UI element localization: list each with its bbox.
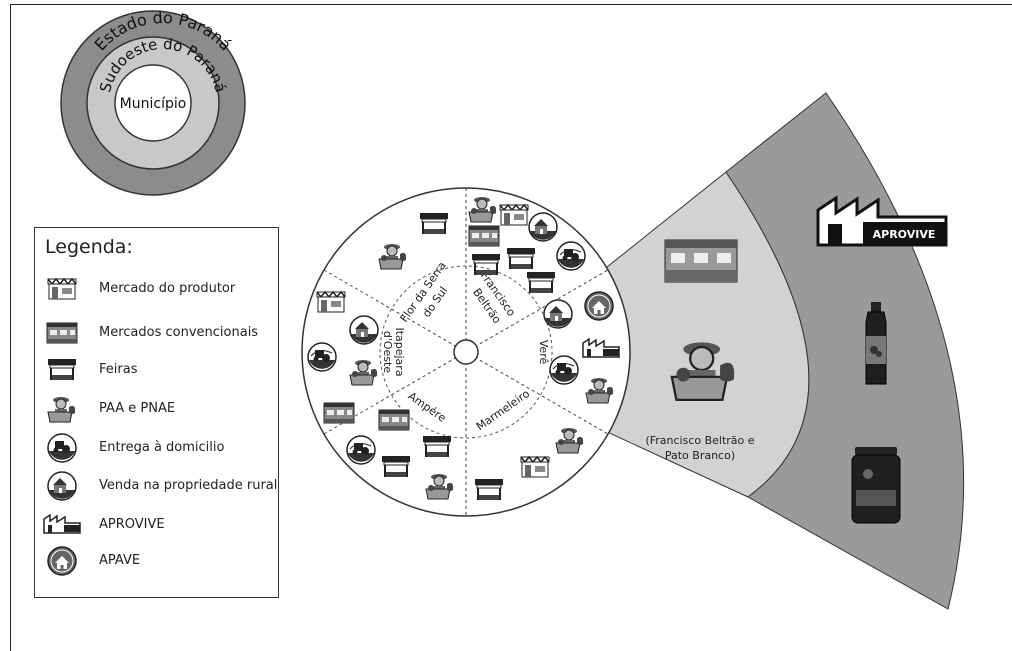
conventional-market-icon [468, 225, 500, 247]
juice-bottle-icon [865, 302, 887, 385]
legend-title: Legenda: [45, 236, 133, 258]
municipality-label-itapejara-2: d'Oeste [381, 331, 394, 373]
legend-label-producer-market: Mercado do produtor [99, 281, 236, 296]
legend-label-aprovive: APROVIVE [99, 517, 165, 532]
conventional-market-icon [378, 409, 410, 431]
legend-item-home-delivery: Entrega à domicilio [41, 433, 276, 463]
aprovive-factory-icon [43, 513, 81, 534]
municipality-label-vere: Verê [537, 340, 550, 365]
producer-market-icon [47, 277, 77, 300]
regional-wedge [576, 92, 965, 610]
legend-label-farm-sale: Venda na propriedade rural [99, 478, 278, 493]
tractor-delivery-icon [549, 355, 579, 385]
farmhouse-icon [528, 212, 558, 242]
legend-label-apave: APAVE [99, 553, 141, 568]
wheel-hub [453, 339, 479, 365]
legend: Legenda: Mercado do produtor Mercados co… [34, 227, 279, 598]
jam-jar-icon [851, 447, 901, 524]
legend-item-farm-sale: Venda na propriedade rural [41, 471, 278, 501]
regional-caption-line1: (Francisco Beltrão e [645, 434, 754, 447]
legend-item-paa-pnae: PAA e PNAE [41, 394, 276, 424]
municipality-wheel: Francisco Beltrão Verê Marmeleiro Ampére… [301, 187, 631, 517]
legend-item-apave: APAVE [41, 546, 276, 576]
tractor-delivery-icon [47, 433, 77, 463]
figure-frame [10, 4, 1012, 651]
regional-caption-line2: Pato Branco) [665, 449, 735, 462]
legend-item-fair: Feiras [41, 355, 276, 385]
producer-market-icon [520, 456, 550, 478]
conventional-market-icon [323, 402, 355, 424]
municipality-label-itapejara-1: Itapejara [393, 327, 406, 376]
legend-item-producer-market: Mercado do produtor [41, 274, 276, 304]
apave-house-icon [47, 546, 77, 576]
legend-label-paa-pnae: PAA e PNAE [99, 401, 176, 416]
farmhouse-icon [543, 299, 573, 329]
farmer-basket-icon [47, 397, 76, 423]
tractor-delivery-icon [346, 435, 376, 465]
farmhouse-icon [47, 471, 77, 501]
farmhouse-icon [349, 315, 379, 345]
tractor-delivery-icon [556, 241, 586, 271]
fair-stall-icon [48, 359, 76, 380]
legend-item-aprovive: APROVIVE [41, 510, 276, 540]
legend-label-home-delivery: Entrega à domicilio [99, 440, 225, 455]
aprovive-logo: APROVIVE [816, 195, 948, 247]
producer-market-icon [316, 291, 346, 313]
municipality-ring-label: Município [120, 96, 187, 112]
producer-market-icon [499, 204, 529, 226]
legend-label-conventional-market: Mercados convencionais [99, 325, 259, 340]
aprovive-logo-text: APROVIVE [873, 228, 936, 241]
conventional-market-icon [46, 322, 78, 344]
legend-label-fair: Feiras [99, 362, 138, 377]
legend-item-conventional-market: Mercados convencionais [41, 318, 276, 348]
tractor-delivery-icon [307, 342, 337, 372]
apave-house-icon [584, 291, 614, 321]
municipality-ring [114, 64, 192, 142]
regional-market-icon [664, 239, 738, 283]
scope-rings: Estado do Paraná Sudoeste do Paraná Muni… [60, 8, 246, 196]
